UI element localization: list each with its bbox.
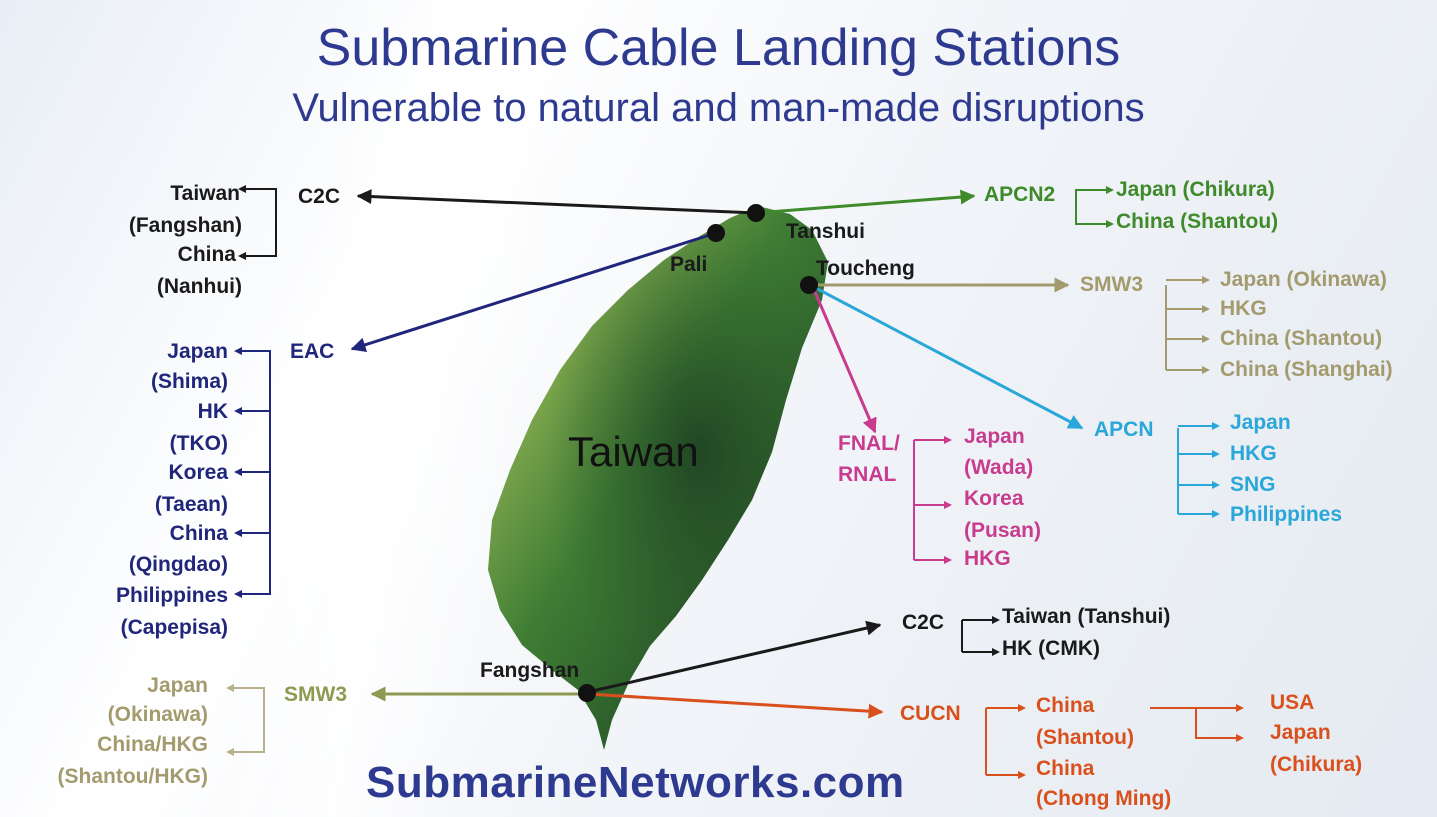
station-label-fangshan: Fangshan bbox=[480, 659, 580, 682]
station-dot-tanshui bbox=[747, 204, 765, 222]
smw3-south-dest: (Okinawa) bbox=[107, 703, 208, 726]
fnal-label: FNAL/ bbox=[838, 432, 900, 455]
page-subtitle: Vulnerable to natural and man-made disru… bbox=[292, 86, 1145, 130]
eac-dest: (Capepisa) bbox=[120, 616, 228, 639]
cucn-onward: Japan bbox=[1270, 721, 1331, 744]
apcn2-arrowheads bbox=[1106, 186, 1114, 228]
apcn-bracket bbox=[1177, 425, 1218, 515]
c2c-south-bracket bbox=[961, 619, 998, 653]
eac-dest: Philippines bbox=[115, 584, 228, 607]
cucn-cable bbox=[587, 692, 884, 719]
eac-dest: (Shima) bbox=[150, 370, 228, 393]
smw3-south-dest: China/HKG bbox=[97, 733, 208, 756]
apcn-dest: HKG bbox=[1230, 442, 1277, 465]
eac-dest: China bbox=[169, 522, 228, 545]
smw3-north-arrowheads bbox=[1202, 276, 1210, 374]
cucn-dest: (Shantou) bbox=[1036, 726, 1134, 749]
smw3-north-dest: China (Shantou) bbox=[1220, 327, 1383, 350]
station-dot-pali bbox=[707, 224, 725, 242]
fnal-arrowheads bbox=[944, 436, 952, 564]
station-label-toucheng: Toucheng bbox=[816, 257, 915, 280]
fnal-dest: HKG bbox=[964, 547, 1011, 570]
c2c-north-label: C2C bbox=[298, 185, 341, 208]
smw3-south-arrowheads bbox=[226, 684, 234, 756]
fnal-dest: Japan bbox=[964, 425, 1025, 448]
smw3-north-dest: HKG bbox=[1220, 297, 1267, 320]
apcn2-label: APCN2 bbox=[984, 183, 1056, 206]
apcn2-bracket bbox=[1075, 189, 1112, 225]
eac-arrowheads bbox=[234, 347, 242, 598]
eac-dest: (Qingdao) bbox=[128, 553, 228, 576]
station-label-tanshui: Tanshui bbox=[786, 220, 865, 243]
eac-dest: HK bbox=[197, 400, 228, 423]
c2c-north-dest: (Nanhui) bbox=[156, 275, 242, 298]
smw3-south-bracket bbox=[228, 687, 265, 753]
fnal-dest: (Pusan) bbox=[964, 519, 1042, 542]
eac-dest: (TKO) bbox=[169, 432, 228, 455]
eac-cable bbox=[350, 231, 717, 353]
cucn-label: CUCN bbox=[900, 702, 961, 725]
c2c-south-arrowheads bbox=[992, 616, 1000, 656]
eac-dest: Japan bbox=[167, 340, 228, 363]
apcn-arrowheads bbox=[1212, 422, 1220, 518]
smw3-south-label: SMW3 bbox=[284, 683, 347, 706]
smw3-south-dest: (Shantou/HKG) bbox=[57, 765, 208, 788]
taiwan-mountains bbox=[488, 206, 828, 750]
smw3-north-bracket bbox=[1165, 279, 1208, 371]
cucn-arrowheads bbox=[1018, 704, 1026, 779]
station-dot-fangshan bbox=[578, 684, 596, 702]
smw3-north-label: SMW3 bbox=[1080, 273, 1143, 296]
apcn-dest: SNG bbox=[1230, 473, 1276, 496]
cucn-dest: China bbox=[1036, 694, 1095, 717]
c2c-north-dest: China bbox=[177, 243, 236, 266]
smw3-south-dest: Japan bbox=[147, 674, 208, 697]
cucn-onward-bracket bbox=[1150, 707, 1240, 739]
smw3-north-dest: Japan (Okinawa) bbox=[1220, 268, 1387, 291]
station-label-pali: Pali bbox=[670, 253, 708, 276]
cucn-onward: USA bbox=[1270, 691, 1315, 714]
c2c-south-dest: HK (CMK) bbox=[1002, 637, 1100, 660]
apcn-dest: Philippines bbox=[1230, 503, 1343, 526]
fnal-dest: Korea bbox=[964, 487, 1024, 510]
eac-label: EAC bbox=[290, 340, 335, 363]
fnal-cable bbox=[813, 291, 877, 434]
apcn-cable bbox=[809, 283, 1084, 430]
apcn2-dest: China (Shantou) bbox=[1116, 210, 1279, 233]
rnal-label: RNAL bbox=[838, 463, 897, 486]
cucn-bracket bbox=[985, 707, 1024, 776]
footer-brand: SubmarineNetworks.com bbox=[366, 758, 905, 807]
c2c-south-label: C2C bbox=[902, 611, 945, 634]
c2c-north-dest: Taiwan bbox=[170, 182, 240, 205]
apcn2-dest: Japan (Chikura) bbox=[1116, 178, 1275, 201]
cucn-dest: (Chong Ming) bbox=[1036, 787, 1172, 810]
cucn-onward: (Chikura) bbox=[1270, 753, 1363, 776]
fnal-dest: (Wada) bbox=[964, 456, 1034, 479]
c2c-south-dest: Taiwan (Tanshui) bbox=[1002, 605, 1171, 628]
page-title: Submarine Cable Landing Stations bbox=[316, 19, 1121, 77]
apcn-label: APCN bbox=[1094, 418, 1154, 441]
smw3-north-dest: China (Shanghai) bbox=[1220, 358, 1393, 381]
eac-dest: Korea bbox=[168, 461, 228, 484]
station-dot-toucheng bbox=[800, 276, 818, 294]
c2c-north-bracket bbox=[240, 188, 277, 257]
cucn-dest: China bbox=[1036, 757, 1095, 780]
apcn-dest: Japan bbox=[1230, 411, 1291, 434]
fnal-bracket bbox=[913, 439, 950, 561]
c2c-north-cable bbox=[356, 189, 757, 215]
apcn2-cable bbox=[755, 189, 976, 215]
eac-dest: (Taean) bbox=[154, 493, 228, 516]
c2c-north-arrowheads bbox=[238, 185, 246, 260]
c2c-south-cable bbox=[587, 620, 882, 694]
eac-bracket bbox=[236, 350, 271, 595]
cucn-onward-arrowheads bbox=[1236, 704, 1244, 742]
map-label-taiwan: Taiwan bbox=[568, 428, 699, 475]
c2c-north-dest: (Fangshan) bbox=[128, 214, 242, 237]
